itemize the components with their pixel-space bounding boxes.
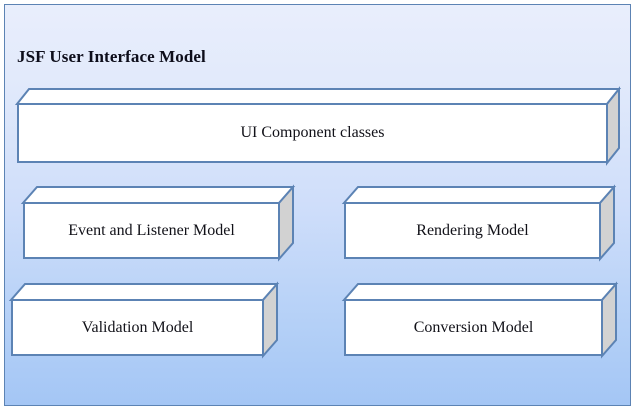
box-top-face bbox=[341, 186, 617, 204]
box-label: Event and Listener Model bbox=[68, 221, 235, 239]
page-title: JSF User Interface Model bbox=[17, 47, 206, 66]
box-event-and-listener-model[interactable]: Event and Listener Model bbox=[20, 184, 296, 262]
box-top-face bbox=[14, 88, 622, 105]
box-front-face: UI Component classes bbox=[17, 103, 608, 163]
box-label: Rendering Model bbox=[416, 221, 529, 239]
box-front-face: Event and Listener Model bbox=[23, 202, 280, 259]
box-front-face: Rendering Model bbox=[344, 202, 601, 259]
box-top-face bbox=[20, 186, 296, 204]
box-top-face bbox=[8, 283, 280, 301]
box-top-face bbox=[341, 283, 619, 301]
box-rendering-model[interactable]: Rendering Model bbox=[341, 184, 617, 262]
box-validation-model[interactable]: Validation Model bbox=[8, 281, 280, 359]
box-ui-component-classes[interactable]: UI Component classes bbox=[14, 86, 622, 166]
box-conversion-model[interactable]: Conversion Model bbox=[341, 281, 619, 359]
box-label: UI Component classes bbox=[240, 124, 385, 141]
diagram-panel: JSF User Interface Model UI Component cl… bbox=[4, 4, 631, 406]
box-front-face: Validation Model bbox=[11, 299, 264, 356]
box-label: Validation Model bbox=[81, 318, 194, 336]
box-label: Conversion Model bbox=[413, 318, 534, 336]
box-front-face: Conversion Model bbox=[344, 299, 603, 356]
